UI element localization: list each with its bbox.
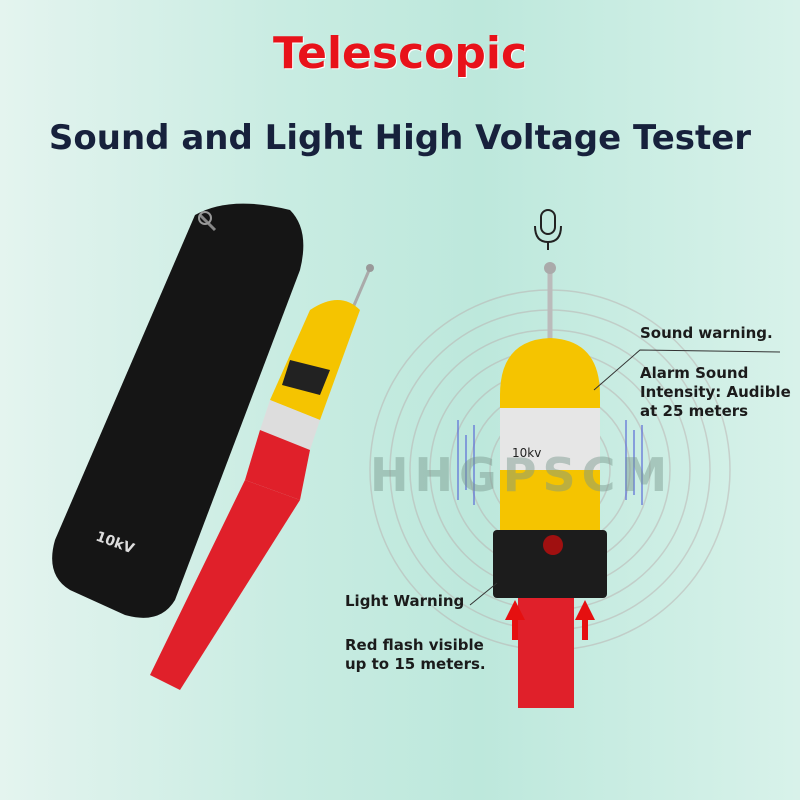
light-warning-title: Light Warning [345,592,465,610]
tester-right [493,262,607,708]
page-subtitle: Sound and Light High Voltage Tester [48,118,752,158]
sound-warning-detail: Alarm Sound Intensity: Audible at 25 met… [640,364,791,420]
callout-lines [469,349,781,606]
carrying-bag [52,203,304,618]
microphone-icon [534,209,562,250]
tester-left [150,264,374,690]
sound-bars [457,420,643,505]
device-label: 10kv [512,446,542,460]
watermark: HHGPSCM [370,448,674,502]
sound-warning-title: Sound warning. [640,324,773,342]
page-title: Telescopic [272,28,528,79]
light-warning-detail: Red flash visible up to 15 meters. [345,636,486,673]
